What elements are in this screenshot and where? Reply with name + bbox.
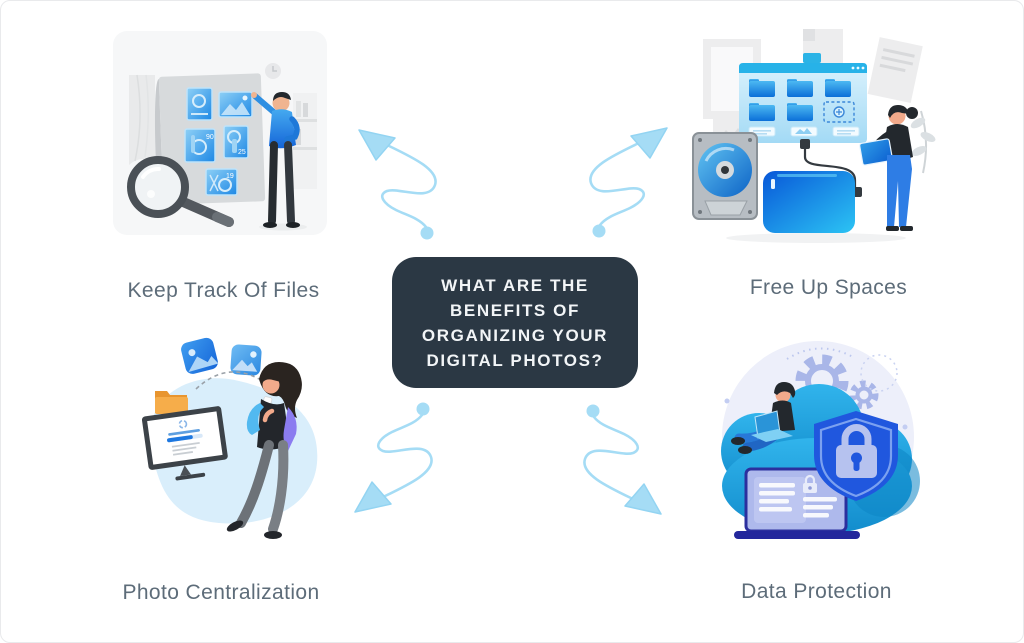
doodle-arrow-top-left — [357, 128, 437, 241]
transfer-arc — [195, 371, 260, 390]
label-free-up-spaces: Free Up Spaces — [749, 276, 908, 299]
label-keep-track-of-files: Keep Track Of Files — [127, 279, 320, 302]
doodle-arrow-top-right — [589, 126, 669, 239]
card-number: 19 — [226, 173, 234, 180]
data-protection-illustration — [721, 341, 920, 539]
padlock-icon — [836, 424, 877, 478]
external-drive-icon — [763, 171, 855, 233]
photo-card-icons: 90 25 19 — [184, 87, 253, 196]
woman-figure — [859, 105, 936, 231]
photo-centralization-illustration — [141, 337, 318, 539]
card-number: 90 — [206, 134, 214, 141]
hdd-icon — [692, 132, 758, 220]
small-lock-icon — [803, 474, 817, 493]
title-line: ORGANIZING YOUR — [421, 325, 609, 345]
monitor-progress-icon — [141, 406, 228, 481]
wall-clock-icon — [265, 63, 281, 79]
card-number: 25 — [238, 149, 246, 156]
title-line: WHAT ARE THE — [441, 275, 589, 295]
tablet-icon — [859, 138, 893, 166]
keep-track-of-files-illustration: 90 25 19 — [113, 31, 327, 235]
folder-icon — [749, 79, 851, 121]
curtain-icon — [129, 74, 155, 165]
title-box: WHAT ARE THE BENEFITS OF ORGANIZING YOUR… — [392, 257, 638, 388]
man-figure — [251, 92, 307, 231]
secure-laptop — [734, 467, 860, 539]
orange-folder-icon — [155, 391, 188, 414]
person-on-cloud — [731, 382, 796, 454]
title-line: BENEFITS OF — [450, 300, 580, 320]
bookshelf-icon — [293, 93, 317, 189]
folder-window-icon — [739, 53, 867, 143]
label-data-protection: Data Protection — [741, 580, 892, 603]
image-icon — [181, 337, 219, 374]
title-line: DIGITAL PHOTOS? — [426, 350, 604, 370]
laptop-icon — [751, 410, 793, 442]
label-photo-centralization: Photo Centralization — [122, 581, 320, 604]
image-icon — [230, 344, 262, 376]
dashed-folder-gear-icon — [823, 101, 855, 123]
woman-figure — [226, 362, 302, 539]
free-up-spaces-illustration — [692, 29, 936, 243]
shield-icon — [814, 411, 898, 501]
doodle-arrow-bottom-right — [583, 403, 663, 516]
magnifier-icon — [127, 156, 234, 227]
doodle-arrow-bottom-left — [353, 401, 433, 514]
